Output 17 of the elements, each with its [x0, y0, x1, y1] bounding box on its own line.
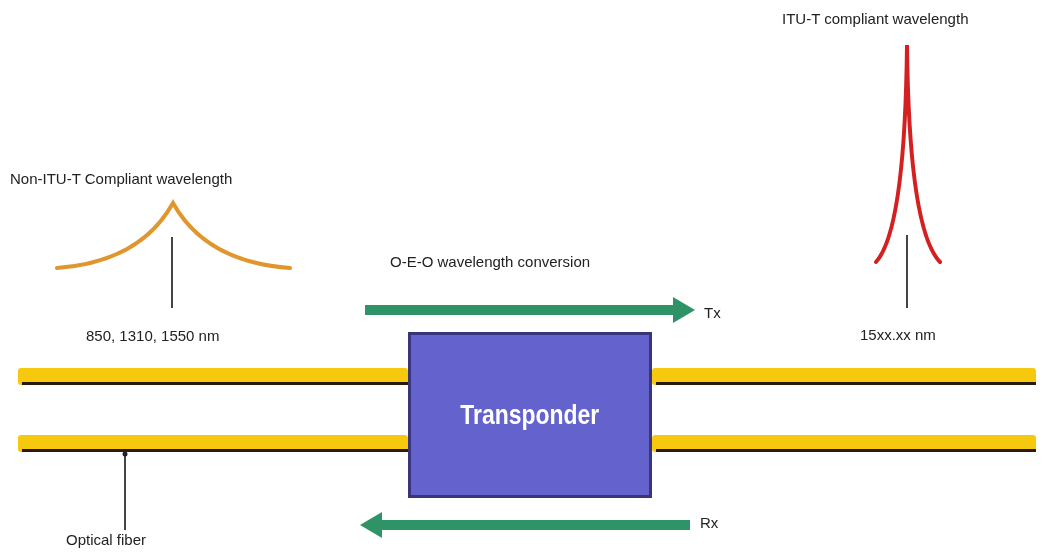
leader-line: [906, 234, 908, 309]
optical-fiber: [18, 435, 408, 452]
transponder-box: Transponder: [408, 332, 652, 498]
signal-label: Tx: [704, 304, 721, 322]
optical-fiber: [18, 368, 408, 385]
caption-text: Non-ITU-T Compliant wavelength: [10, 170, 233, 188]
leader-text: 15xx.xx nm: [860, 326, 936, 344]
optical-fiber: [652, 435, 1036, 452]
spectrum-peak-drawing: [55, 201, 292, 270]
leader-text: 850, 1310, 1550 nm: [86, 327, 220, 345]
leader-line: [171, 236, 173, 309]
caption-text: ITU-T compliant wavelength: [782, 10, 969, 28]
optical-fiber: [652, 368, 1036, 385]
leader-text: Optical fiber: [66, 531, 147, 549]
signal-label: Rx: [700, 514, 719, 532]
caption-text: O-E-O wavelength conversion: [390, 253, 591, 271]
spectrum-peak-drawing: [874, 43, 942, 264]
